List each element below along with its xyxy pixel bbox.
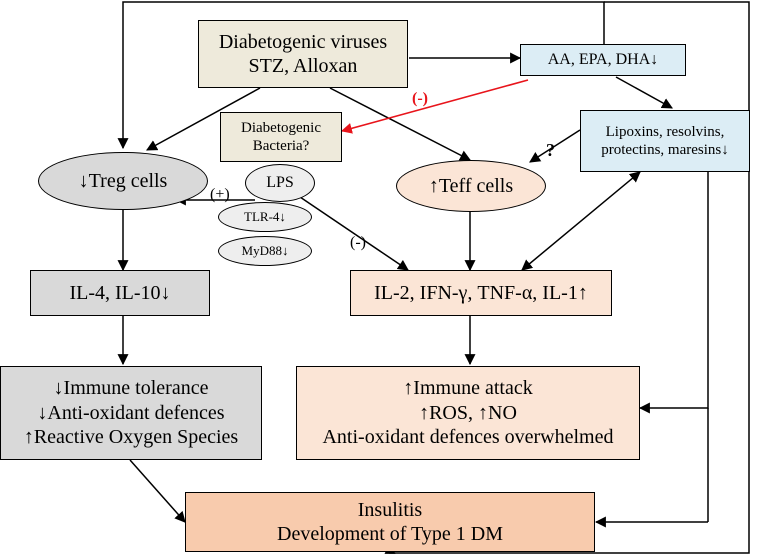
node-immune-tolerance-line3: ↑Reactive Oxygen Species — [23, 426, 239, 449]
node-myd88: MyD88↓ — [218, 236, 312, 266]
label-minus: (-) — [350, 234, 366, 251]
node-immune-attack: ↑Immune attack ↑ROS, ↑NO Anti-oxidant de… — [296, 366, 640, 460]
node-immune-attack-line2: ↑ROS, ↑NO — [419, 401, 517, 424]
edge-viruses-to-teff — [329, 87, 471, 161]
edge-lipoxins-to-attack — [638, 172, 709, 414]
node-tlr4-label: TLR-4↓ — [244, 209, 286, 225]
node-teff-cells-label: ↑Teff cells — [428, 174, 514, 197]
label-red-inhibition: (-) — [412, 90, 428, 107]
node-fatty-acids-label: AA, EPA, DHA↓ — [547, 51, 659, 69]
node-il4-il10-label: IL-4, IL-10↓ — [69, 281, 171, 304]
node-immune-tolerance: ↓Immune tolerance ↓Anti-oxidant defences… — [0, 366, 262, 460]
node-immune-tolerance-line1: ↓Immune tolerance — [53, 377, 209, 400]
edge-tolerance-to-insulitis — [129, 459, 186, 523]
node-treg-cells-label: ↓Treg cells — [78, 169, 168, 192]
node-diabetogenic-bacteria: Diabetogenic Bacteria? — [220, 112, 342, 162]
edge-lps-to-cytokines — [299, 196, 409, 271]
node-diabetogenic-viruses: Diabetogenic viruses STZ, Alloxan — [198, 20, 408, 88]
label-plus: (+) — [210, 186, 230, 203]
node-proinflammatory-cytokines: IL-2, IFN-γ, TNF-α, IL-1↑ — [350, 270, 612, 316]
node-diabetogenic-viruses-line2: STZ, Alloxan — [248, 55, 358, 77]
node-lps: LPS — [245, 164, 315, 202]
node-diabetogenic-bacteria-line1: Diabetogenic — [241, 119, 321, 136]
node-fatty-acids: AA, EPA, DHA↓ — [520, 44, 686, 76]
node-lipoxins: Lipoxins, resolvins, protectins, maresin… — [580, 110, 750, 172]
edge-viruses-to-treg — [146, 87, 261, 151]
node-il4-il10: IL-4, IL-10↓ — [30, 270, 210, 316]
node-diabetogenic-bacteria-line2: Bacteria? — [252, 138, 310, 154]
node-insulitis-line1: Insulitis — [357, 498, 423, 521]
node-insulitis-line2: Development of Type 1 DM — [277, 523, 503, 545]
node-treg-cells: ↓Treg cells — [38, 152, 208, 210]
node-immune-attack-line3: Anti-oxidant defences overwhelmed — [322, 426, 614, 449]
node-lipoxins-line1: Lipoxins, resolvins, — [605, 123, 725, 140]
node-myd88-label: MyD88↓ — [241, 243, 289, 259]
edge-lipoxins-cytokines — [521, 171, 641, 271]
node-lps-label: LPS — [266, 174, 294, 192]
edge-fatty-acids-inhibits-bacteria — [340, 79, 529, 134]
node-immune-tolerance-line2: ↓Anti-oxidant defences — [37, 401, 225, 424]
node-lipoxins-line2: protectins, maresins↓ — [601, 142, 729, 158]
node-proinflammatory-cytokines-label: IL-2, IFN-γ, TNF-α, IL-1↑ — [374, 281, 588, 304]
node-diabetogenic-viruses-line1: Diabetogenic viruses — [218, 30, 388, 53]
label-question: ? — [546, 140, 555, 160]
node-insulitis: Insulitis Development of Type 1 DM — [185, 492, 595, 552]
edge-top-loop-to-treg — [117, 1, 605, 150]
edge-fatty-acids-to-lipoxins — [615, 76, 673, 109]
node-tlr4: TLR-4↓ — [218, 202, 312, 232]
edge-lipoxins-to-teff — [529, 129, 581, 163]
node-teff-cells: ↑Teff cells — [396, 160, 546, 212]
node-immune-attack-line1: ↑Immune attack — [403, 377, 533, 400]
